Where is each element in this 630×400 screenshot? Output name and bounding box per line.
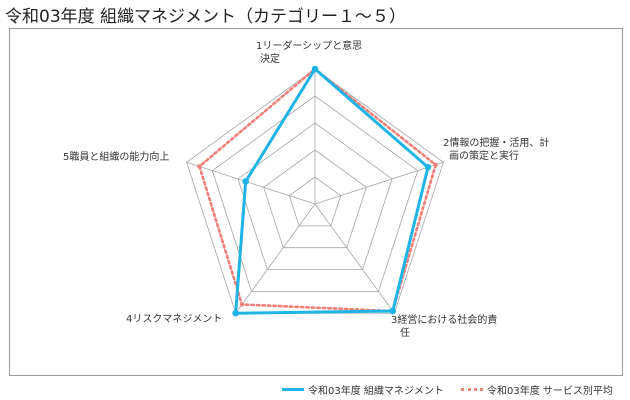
point-service-average-2 bbox=[433, 162, 438, 167]
category-label-line: 1リーダーシップと意思 bbox=[256, 41, 363, 52]
category-label-line: 4リスクマネジメント bbox=[126, 314, 223, 325]
legend-label-service-average: 令和03年度 サービス別平均 bbox=[487, 386, 613, 397]
category-label-line: 決定 bbox=[260, 54, 280, 65]
category-label-line: 画の策定と実行 bbox=[449, 151, 519, 162]
grid-ring bbox=[237, 122, 393, 270]
grid-spoke bbox=[314, 203, 395, 314]
legend-swatch-solid bbox=[282, 388, 304, 391]
chart-title: 令和03年度 組織マネジメント（カテゴリー１～５） bbox=[5, 7, 407, 27]
grid-ring bbox=[288, 176, 342, 227]
point-organization-5 bbox=[242, 178, 249, 185]
grid-spoke bbox=[235, 203, 316, 314]
grid-spoke bbox=[314, 161, 444, 205]
grid-ring bbox=[211, 95, 419, 292]
point-organization-4 bbox=[232, 309, 239, 317]
point-organization-1 bbox=[311, 65, 319, 73]
category-label-5: 5職員と組織の能力向上 bbox=[63, 151, 169, 164]
point-service-average-5 bbox=[197, 164, 202, 169]
grid-ring bbox=[263, 149, 367, 249]
category-label-line: 任 bbox=[400, 328, 410, 339]
chart-frame bbox=[9, 28, 623, 376]
series-line-organization bbox=[234, 67, 430, 315]
category-label-line: 5職員と組織の能力向上 bbox=[63, 152, 170, 163]
radar-series bbox=[197, 65, 438, 317]
legend-swatch-dotted bbox=[461, 388, 483, 391]
category-label-4: 4リスクマネジメント bbox=[126, 313, 222, 326]
category-label-line: 2情報の把握・活用、計 bbox=[443, 138, 550, 149]
radar-grid bbox=[186, 68, 444, 314]
legend-label-organization: 令和03年度 組織マネジメント bbox=[308, 386, 444, 397]
category-label-3: 3経営における社会的責任 bbox=[391, 314, 497, 340]
series-line-service-average bbox=[197, 67, 438, 313]
category-label-2: 2情報の把握・活用、計画の策定と実行 bbox=[443, 137, 549, 163]
point-organization-3 bbox=[389, 307, 397, 315]
legend-item-organization: 令和03年度 組織マネジメント bbox=[282, 382, 444, 397]
category-label-1: 1リーダーシップと意思決定 bbox=[256, 40, 362, 66]
point-organization-2 bbox=[424, 163, 432, 171]
grid-spoke bbox=[186, 161, 316, 205]
point-service-average-4 bbox=[239, 302, 245, 307]
category-label-line: 3経営における社会的責 bbox=[391, 315, 498, 326]
legend-item-service-average: 令和03年度 サービス別平均 bbox=[461, 382, 613, 397]
